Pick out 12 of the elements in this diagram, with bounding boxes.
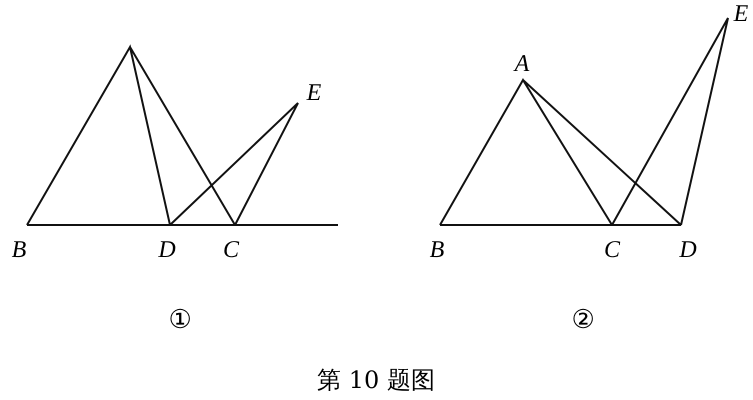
figure-number: ①	[168, 307, 192, 333]
point-label: C	[604, 238, 620, 262]
point-label: D	[158, 238, 176, 262]
point-label: C	[223, 238, 239, 262]
point-label: B	[430, 238, 444, 262]
point-label: D	[679, 238, 697, 262]
figure-caption: 第 10 题图	[317, 365, 435, 396]
point-label: E	[734, 2, 748, 26]
figure-number: ②	[572, 307, 594, 333]
point-label: E	[306, 81, 322, 105]
point-label: B	[12, 238, 26, 262]
point-label: A	[514, 52, 530, 76]
